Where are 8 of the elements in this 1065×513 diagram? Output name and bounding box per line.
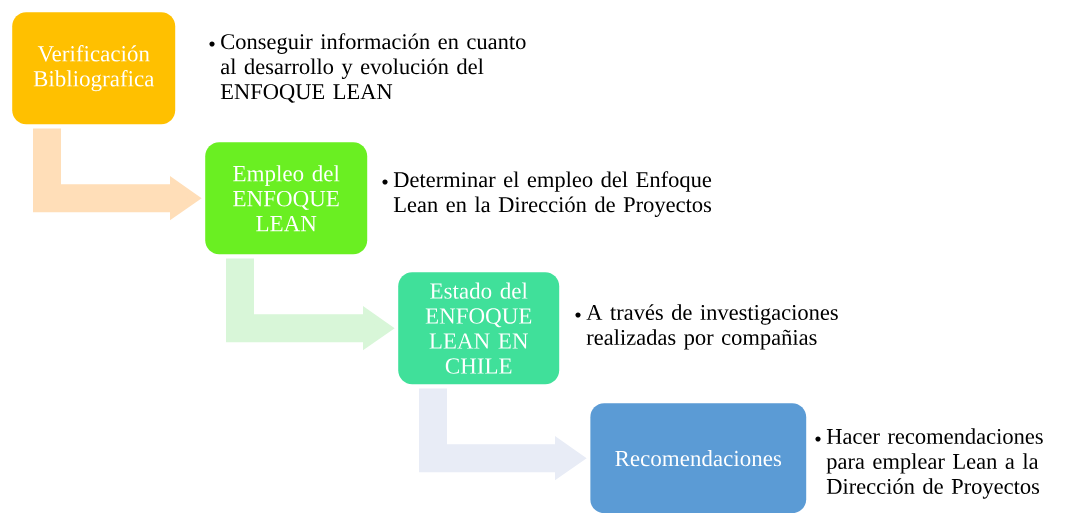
process-box: Empleo del ENFOQUE LEAN xyxy=(205,142,368,255)
process-box: Verificación Bibliografica xyxy=(12,12,176,125)
process-box: Estado del ENFOQUE LEAN EN CHILE xyxy=(398,272,560,385)
bullet-text: Hacer recomendaciones para emplear Lean a la Dirección de Proyectos xyxy=(826,428,1043,499)
process-box: Recomendaciones xyxy=(590,403,807,513)
bullet-text: A través de investigaciones realizadas por compañias xyxy=(586,304,838,350)
bullet-text: Determinar el empleo del Enfoque Lean en la Dirección de Proyectos xyxy=(393,171,712,217)
bullet-text: Conseguir información en cuanto al desarrollo y evolución del ENFOQUE LEAN xyxy=(220,33,526,103)
